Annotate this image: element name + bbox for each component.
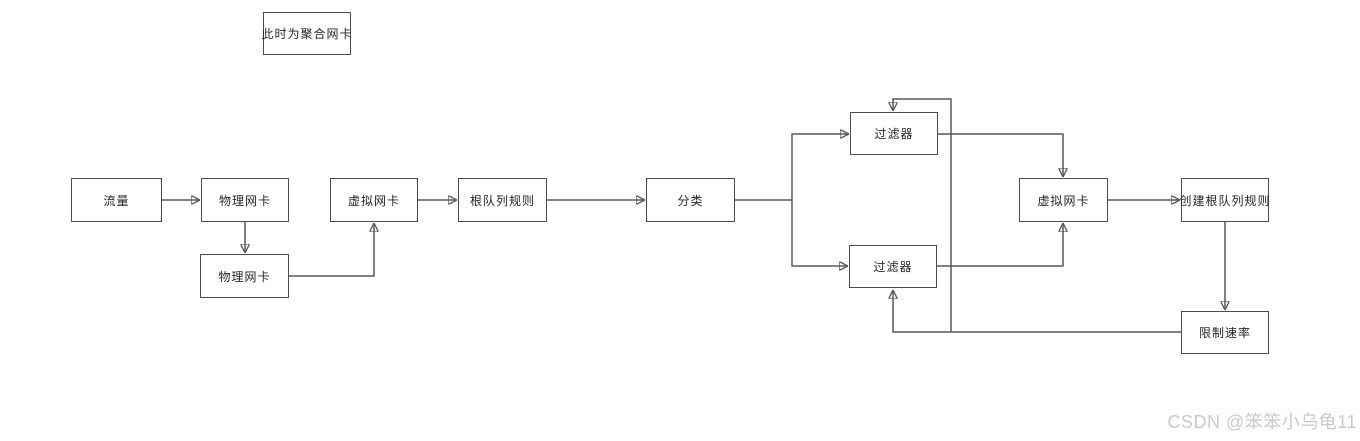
node-label: 限制速率	[1198, 326, 1251, 340]
node-classify: 分类	[646, 178, 735, 222]
node-label: 虚拟网卡	[1037, 193, 1090, 208]
edge-classify-to-filter-top	[791, 134, 849, 200]
note-label: 此时为聚合网卡	[261, 27, 353, 41]
node-rate-limit: 限制速率	[1181, 311, 1269, 354]
node-label: 过滤器	[874, 127, 914, 141]
node-physical-nic-1: 物理网卡	[201, 178, 289, 222]
watermark: CSDN @笨笨小乌龟11	[1167, 412, 1357, 432]
node-label: 物理网卡	[218, 269, 271, 284]
edge-classify-to-filter-bottom	[791, 200, 848, 266]
node-label: 虚拟网卡	[347, 193, 400, 208]
note-aggregated-nic: 此时为聚合网卡	[261, 12, 353, 55]
node-label: 过滤器	[873, 260, 913, 274]
node-traffic: 流量	[71, 178, 162, 222]
node-create-root-queue-rule: 创建根队列规则	[1179, 178, 1271, 222]
edge-filter-top-to-virtual-nic-2	[938, 133, 1063, 177]
node-virtual-nic-2: 虚拟网卡	[1019, 178, 1108, 222]
node-label: 物理网卡	[218, 193, 271, 208]
node-physical-nic-2: 物理网卡	[200, 254, 289, 298]
node-virtual-nic-1: 虚拟网卡	[330, 178, 418, 222]
node-filter-bottom: 过滤器	[849, 245, 937, 288]
node-label: 根队列规则	[469, 193, 535, 208]
edge-filter-bottom-to-virtual-nic-2	[937, 223, 1063, 267]
edge-physical-nic-2-to-virtual-nic-1	[289, 223, 374, 277]
node-filter-top: 过滤器	[850, 112, 938, 155]
node-root-queue-rule: 根队列规则	[458, 178, 547, 222]
node-label: 流量	[103, 193, 130, 208]
node-label: 创建根队列规则	[1179, 193, 1271, 208]
edge-rate-limit-to-filter-top	[893, 98, 952, 332]
node-label: 分类	[677, 193, 704, 208]
edge-rate-limit-to-filter-bottom	[893, 290, 1181, 333]
